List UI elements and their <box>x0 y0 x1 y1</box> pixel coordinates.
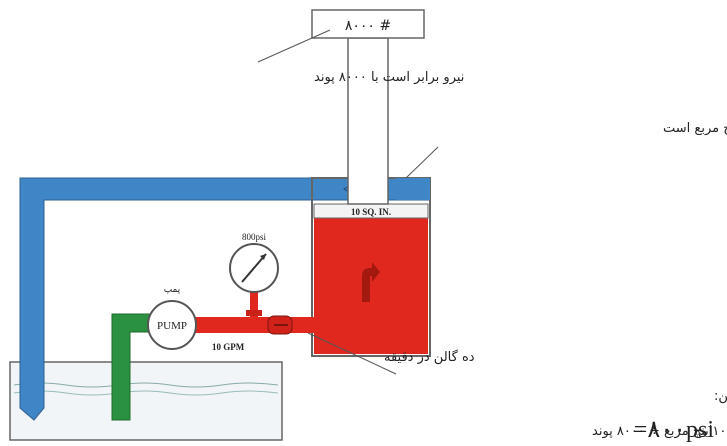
load-box: ۸۰۰۰ # <box>311 9 425 39</box>
formula-line-2: =۸۰۰psi ۱۰اینچ مربع ÷ ۸۰۰۰ پوند <box>592 417 726 443</box>
formula-expression: ۱۰اینچ مربع ÷ ۸۰۰۰ پوند <box>592 424 726 439</box>
area-label: مساحت ۱۰ اینچ مربع است <box>663 121 727 136</box>
reservoir-tank <box>9 361 283 441</box>
flow-leader-line <box>307 332 397 375</box>
piston-rod <box>347 37 389 205</box>
cylinder: 10 SQ. IN. <box>311 177 431 357</box>
force-label: نیرو برابر است با ۸۰۰۰ پوند <box>314 70 464 85</box>
check-valve <box>267 315 293 335</box>
force-leader-line <box>257 29 331 63</box>
pressure-line <box>190 317 314 333</box>
cylinder-pressure-chamber <box>314 218 428 354</box>
load-force-value: ۸۰۰۰ # <box>345 18 391 34</box>
chamber-flow-arrow <box>362 262 380 302</box>
area-leader-line <box>405 146 439 179</box>
piston-area-label: 10 SQ. IN. <box>351 207 391 217</box>
gauge-reading: 800psi <box>242 232 267 242</box>
formula-line-1: فشار برابر است با نیرو تقسیم بر مساحت بن… <box>714 389 727 404</box>
formula-result: =۸۰۰psi <box>634 417 715 443</box>
flow-rate-fa: ده گالن در دقیقه <box>384 349 475 365</box>
flow-rate-en: 10 GPM <box>212 342 245 352</box>
pump-name: PUMP <box>157 320 187 332</box>
pressure-gauge: 800psi <box>229 232 279 318</box>
pump: PUMP پمپ <box>147 285 197 350</box>
pump-label-fa: پمپ <box>164 285 181 295</box>
